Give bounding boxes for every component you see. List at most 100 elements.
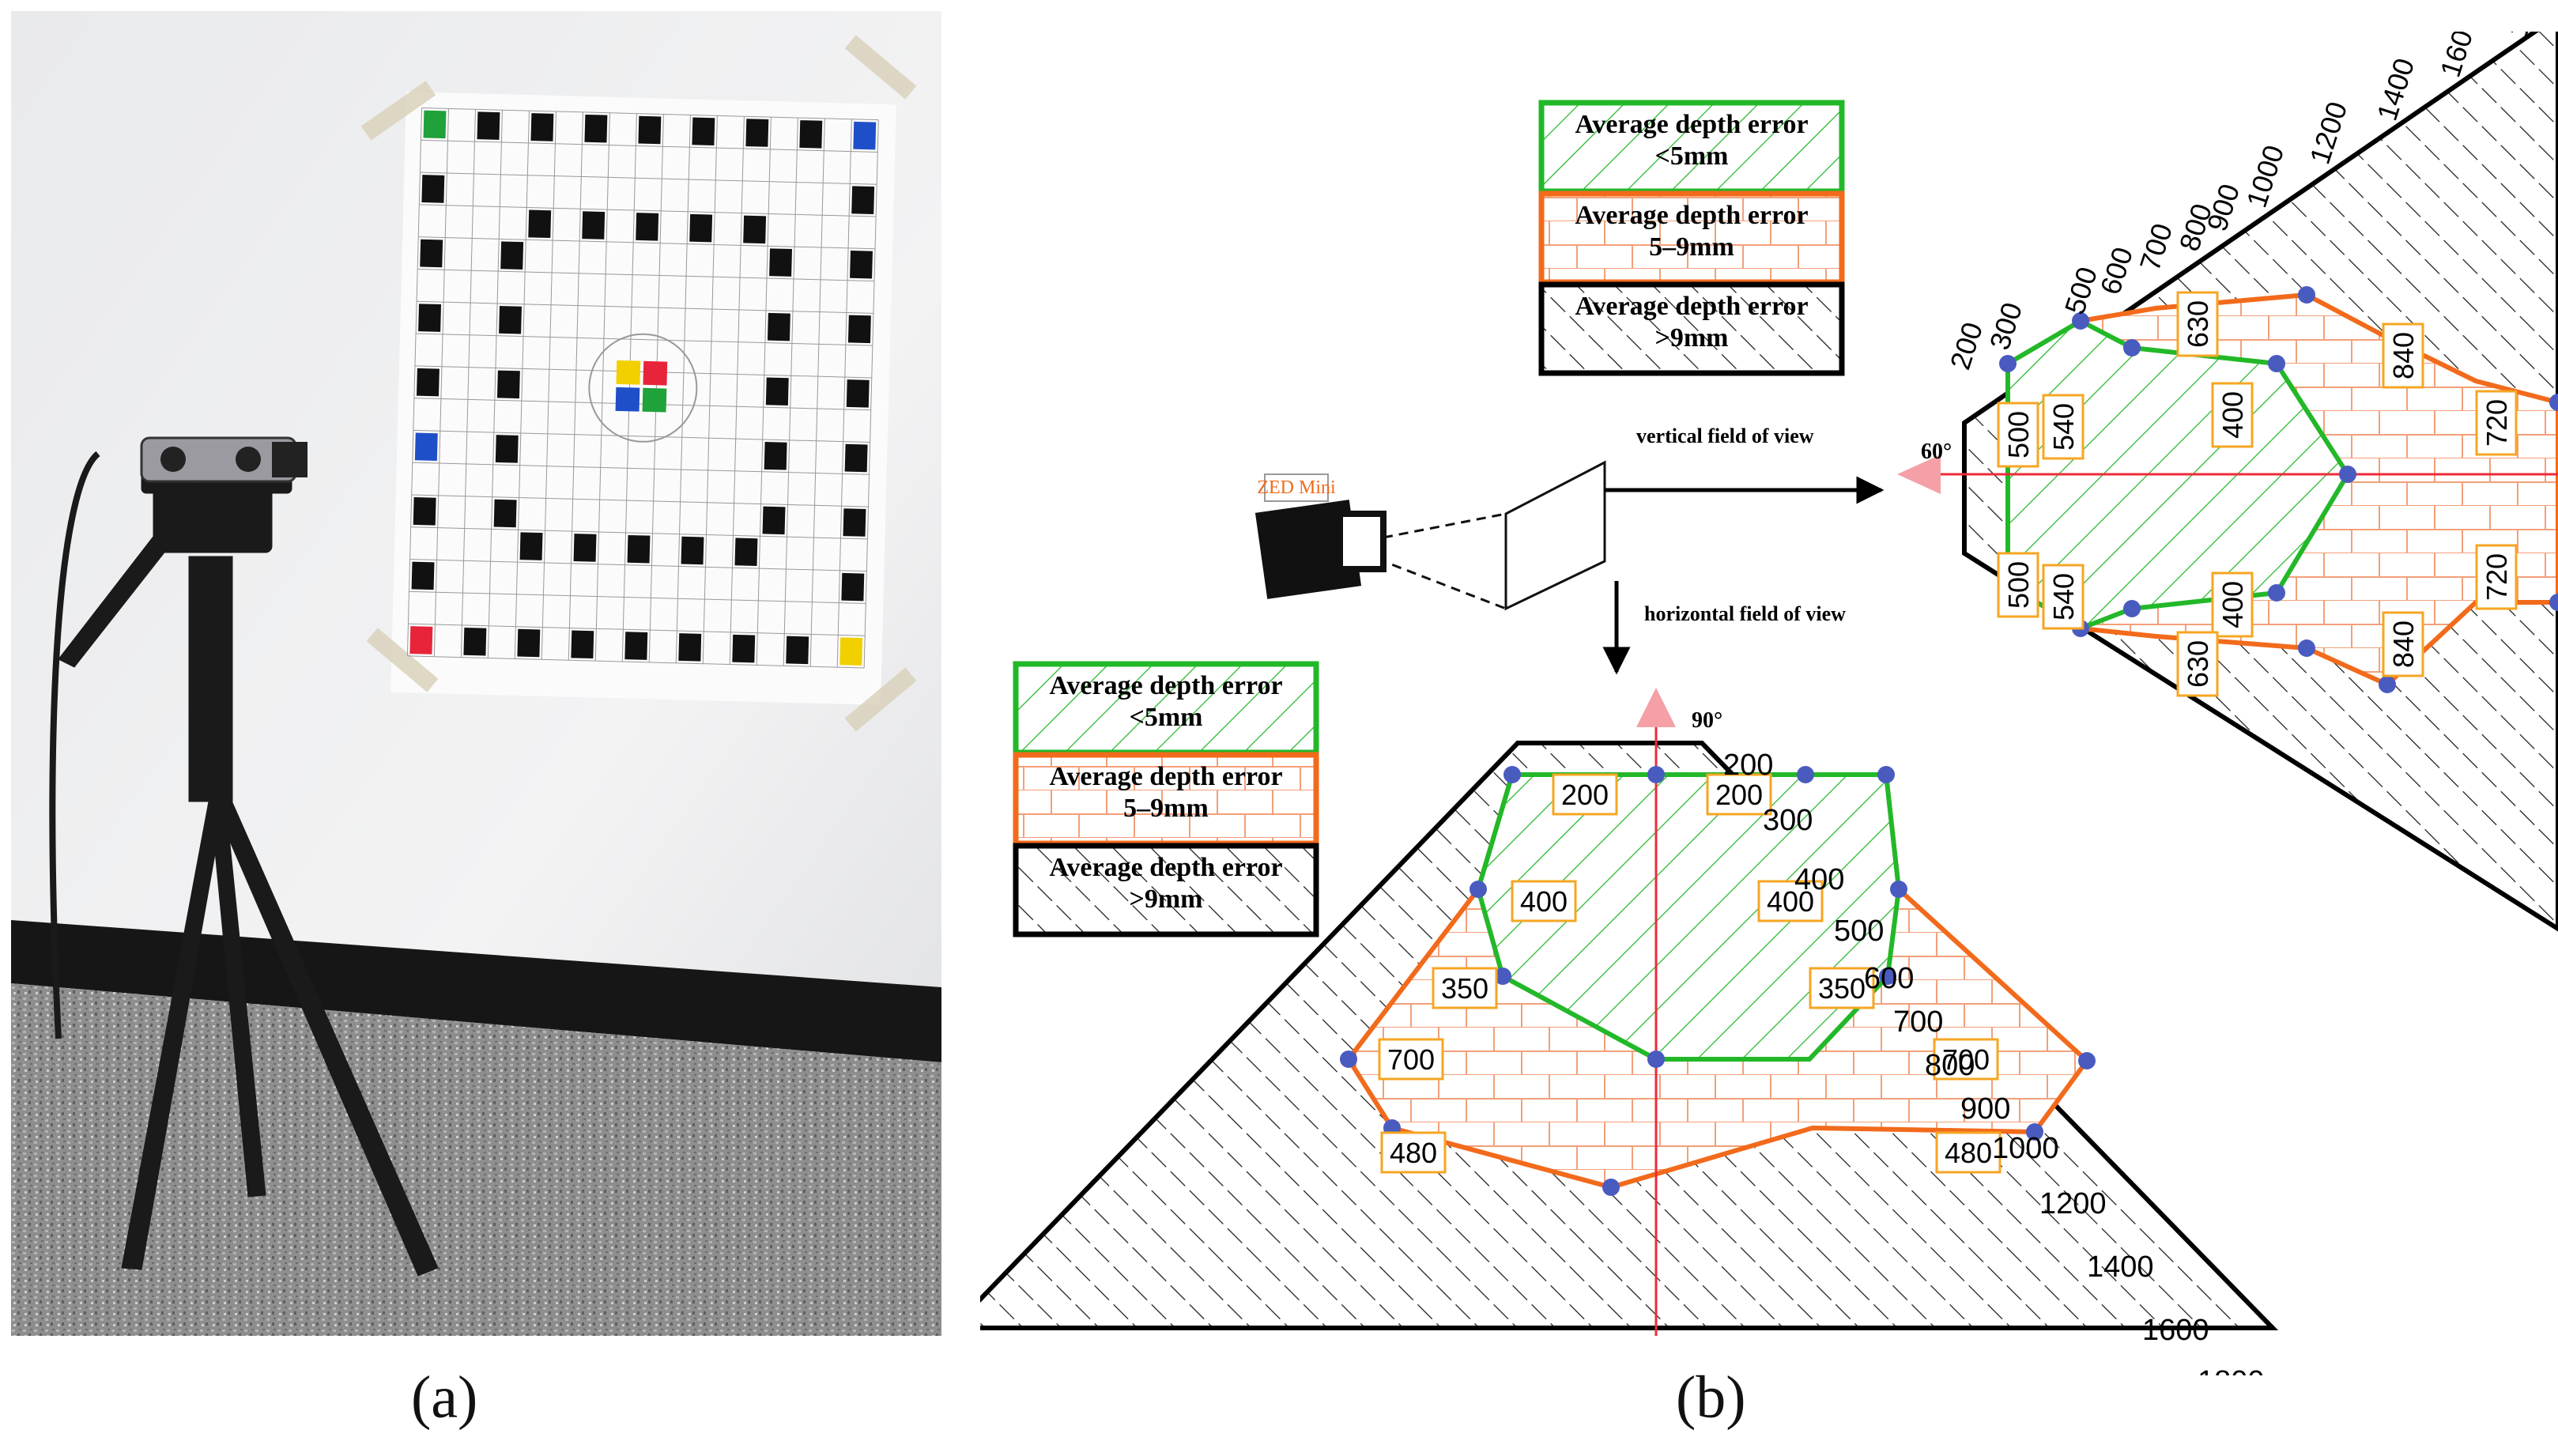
tripod (49, 451, 439, 1277)
svg-text:720: 720 (2481, 553, 2513, 601)
svg-text:400: 400 (2217, 391, 2249, 439)
svg-text:400: 400 (2217, 581, 2249, 628)
vfov-scale-tick: 300 (1983, 299, 2029, 354)
hfov-label-green: 400 (1757, 880, 1824, 922)
hfov-label-green: 200 (1706, 773, 1772, 816)
vfov-label-orange: 630 (2176, 291, 2219, 357)
hfov-scale-tick: 700 (1893, 1005, 1943, 1039)
svg-text:540: 540 (2047, 573, 2080, 620)
caption-b: (b) (1676, 1364, 1746, 1431)
svg-text:<5mm: <5mm (1654, 141, 1728, 171)
svg-text:Average depth error: Average depth error (1049, 762, 1282, 791)
svg-text:Average depth error: Average depth error (1575, 110, 1808, 139)
legend-top-black: Average depth error >9mm (1538, 281, 1845, 376)
hfov-scale-tick: 600 (1864, 962, 1914, 995)
vfov-point (2123, 600, 2141, 617)
vfov-scale-tick: 1000 (2240, 141, 2291, 212)
vfov-apex-marker (1897, 455, 1941, 494)
hfov-point (1879, 968, 1896, 985)
hfov-point (1602, 1179, 1620, 1196)
vfov-point (2298, 639, 2315, 657)
legend-bottom: Average depth error <5mm Average depth e… (1013, 661, 1319, 937)
hfov-scale-tick: 300 (1763, 804, 1813, 837)
svg-text:350: 350 (1818, 972, 1866, 1005)
vfov-scale-tick: 600 (2094, 243, 2140, 299)
vfov-label-orange: 630 (2176, 631, 2219, 697)
svg-text:500: 500 (2002, 411, 2035, 458)
zed-camera (140, 436, 307, 483)
vertical-angle-label: 60° (1921, 439, 1952, 464)
svg-text:720: 720 (2481, 399, 2513, 447)
svg-text:400: 400 (1520, 885, 1568, 918)
hfov-label-green: 200 (1552, 773, 1618, 816)
legend-bottom-black: Average depth error >9mm (1013, 843, 1319, 937)
vfov-point (2268, 584, 2285, 602)
svg-text:5–9mm: 5–9mm (1123, 794, 1209, 823)
hfov-scale-tick: 1200 (2039, 1187, 2107, 1220)
hfov-label-orange: 700 (1933, 1038, 1999, 1081)
vfov-scale-tick: 1200 (2303, 98, 2354, 168)
hfov-point (1890, 881, 1907, 898)
caption-a: (a) (411, 1364, 478, 1431)
hfov-point (1340, 1051, 1357, 1068)
vfov-label-green: 540 (2042, 564, 2085, 630)
zed-mini-camera-icon: ZED Mini (1254, 460, 1606, 611)
legend-bottom-orange: Average depth error 5–9mm (1013, 752, 1319, 847)
vfov-point (2379, 676, 2396, 693)
baseboard (11, 920, 941, 1062)
experiment-photo (11, 11, 941, 1336)
vfov-scale-tick: 200 (1944, 319, 1990, 374)
vfov-label-green: 500 (1997, 552, 2039, 618)
svg-text:700: 700 (1942, 1043, 1990, 1076)
vfov-point (2123, 339, 2141, 356)
hfov-scale-tick: 800 (1925, 1049, 1975, 1082)
hfov-scale-tick: 400 (1794, 863, 1844, 896)
svg-text:5–9mm: 5–9mm (1649, 232, 1734, 262)
hfov-point (1647, 766, 1665, 783)
vfov-point (2268, 355, 2285, 372)
vertical-arrow-label: vertical field of view (1636, 424, 1814, 447)
vfov-scale-tick: 900 (2201, 180, 2247, 236)
vfov-label-green: 400 (2211, 382, 2254, 448)
legend-top-orange: Average depth error 5–9mm (1538, 190, 1845, 285)
svg-text:540: 540 (2047, 403, 2080, 451)
hfov-label-orange: 480 (1935, 1131, 2002, 1174)
svg-text:Average depth error: Average depth error (1575, 292, 1808, 321)
vfov-measure-points (1999, 286, 2558, 693)
hfov-scale-tick: 1000 (1992, 1132, 2059, 1165)
vfov-point (2298, 286, 2315, 304)
vfov-point (2549, 394, 2558, 411)
hfov-point (1647, 1051, 1665, 1068)
legend-top: Average depth error <5mm Average depth e… (1538, 100, 1845, 376)
hfov-scale-tick: 200 (1723, 749, 1773, 782)
hfov-label-orange: 480 (1380, 1131, 1447, 1174)
hfov-apex-marker (1636, 688, 1676, 727)
vfov-point (2072, 312, 2089, 330)
svg-text:700: 700 (1387, 1043, 1435, 1076)
vfov-point (1999, 355, 2017, 372)
svg-text:200: 200 (1561, 779, 1609, 811)
svg-text:200: 200 (1715, 779, 1763, 811)
legend-top-green: Average depth error <5mm (1538, 100, 1845, 194)
svg-text:630: 630 (2182, 640, 2214, 688)
hfov-scale-tick: 500 (1834, 915, 1884, 948)
vfov-scale-tick: 700 (2134, 220, 2179, 275)
hfov-label-green: 400 (1511, 880, 1577, 922)
svg-text:480: 480 (1945, 1137, 1992, 1169)
hfov-scale-tick: 1400 (2087, 1250, 2154, 1284)
hfov-label-orange: 350 (1809, 967, 1875, 1009)
hfov-point (1877, 766, 1895, 783)
vfov-label-orange: 840 (2382, 611, 2424, 677)
svg-text:840: 840 (2387, 332, 2420, 379)
svg-text:630: 630 (2182, 300, 2214, 348)
svg-text:480: 480 (1390, 1137, 1437, 1169)
vfov-label-green: 400 (2211, 571, 2254, 638)
vfov-point (2339, 466, 2356, 483)
hfov-scale-tick: 1600 (2142, 1314, 2209, 1347)
hfov-label-orange: 700 (1378, 1038, 1444, 1081)
svg-text:350: 350 (1441, 972, 1488, 1005)
hfov-point (2078, 1052, 2096, 1069)
svg-text:500: 500 (2002, 561, 2035, 609)
hfov-scale-tick: 1800 (2198, 1365, 2265, 1375)
